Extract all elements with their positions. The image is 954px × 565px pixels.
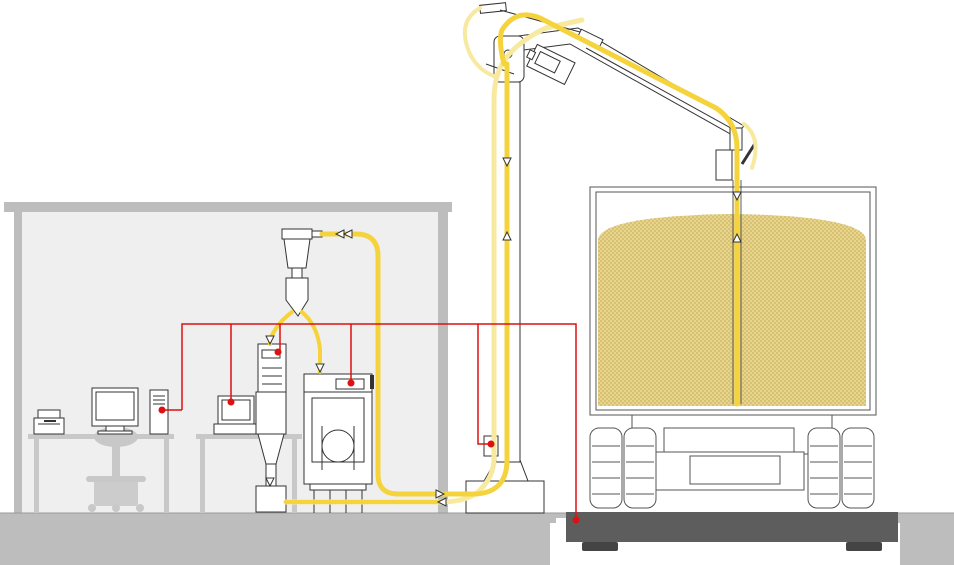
cyclone-splitter [285,277,309,317]
tower-base [465,480,545,514]
divider-body [255,391,287,435]
truck-wheel [841,427,875,509]
signal-node-tower [487,440,495,448]
laptop-icon [213,395,259,435]
pipe-split-right [300,310,322,374]
scale-foot [582,542,618,551]
grain-load-dots [598,214,866,406]
pipe-return-light [283,17,585,505]
room-wall-left [14,202,22,514]
scale-platform [566,512,898,542]
room-interior [22,210,446,514]
flow-arrow-icon [502,230,512,241]
flow-arrow-icon [732,191,742,202]
boom-motor [526,43,576,86]
grain-pipes [268,6,758,505]
cyclone-body [283,238,311,269]
truck-wheel [589,427,623,509]
flow-arrow-icon [732,232,742,243]
truck-scale [566,512,898,551]
desk-right-leg [292,439,297,513]
computer-tower-icon [149,389,169,435]
analyzer-stand [309,483,367,491]
signal-node-scale [572,516,580,524]
scale-foot [846,542,882,551]
flow-arrow-icon [436,497,447,507]
flow-arrow-icon [435,489,446,499]
signal-bus [181,323,577,520]
boom-arm [502,27,745,137]
cyclone-receiver [281,228,323,317]
flow-arrow-icon [502,157,512,168]
desk-right-top [196,434,302,439]
cyclone-neck [291,267,303,279]
truck-frame [689,455,781,485]
ground-right [900,513,954,565]
desk-left-leg [34,439,39,513]
truck-wheel [623,427,657,509]
signal-node-divider [274,348,282,356]
probe-head [715,149,733,181]
printer-icon [33,409,65,435]
ground-left [0,513,550,565]
flow-arrow-icon [342,229,353,239]
boom-top-cap [479,2,507,14]
cyclone-cap [281,228,313,240]
sample-divider [255,343,287,513]
room-wall-right [438,202,448,514]
boom-rail [585,47,739,133]
desk-right-leg [200,439,205,513]
building [4,202,452,514]
flow-arrow-icon [315,363,325,374]
analyzer-handle [370,375,374,389]
office [28,387,302,513]
boom-strut [499,9,581,33]
signal-node-laptop [227,398,235,406]
signal-wiring [158,323,580,524]
pipe-tower-down [319,61,510,497]
truck [589,409,875,509]
monitor-icon [91,387,139,435]
flow-arrow-icon [265,477,275,488]
flow-arrows [265,157,742,507]
signal-node-computer [158,406,166,414]
wire-to-tower [477,324,490,445]
pipe-light-probe [742,122,758,170]
signal-node-analyzer [347,379,355,387]
grain-analyzer [303,373,374,513]
desk-left-leg [164,439,169,513]
truck-wheel [807,427,841,509]
pipe-light-arc [462,6,496,78]
analyzer-drum [321,429,355,463]
room-roof [4,202,452,212]
sample-bin [255,485,287,513]
flow-arrow-icon [265,335,275,346]
pipe-probe-to-tower [497,12,740,407]
